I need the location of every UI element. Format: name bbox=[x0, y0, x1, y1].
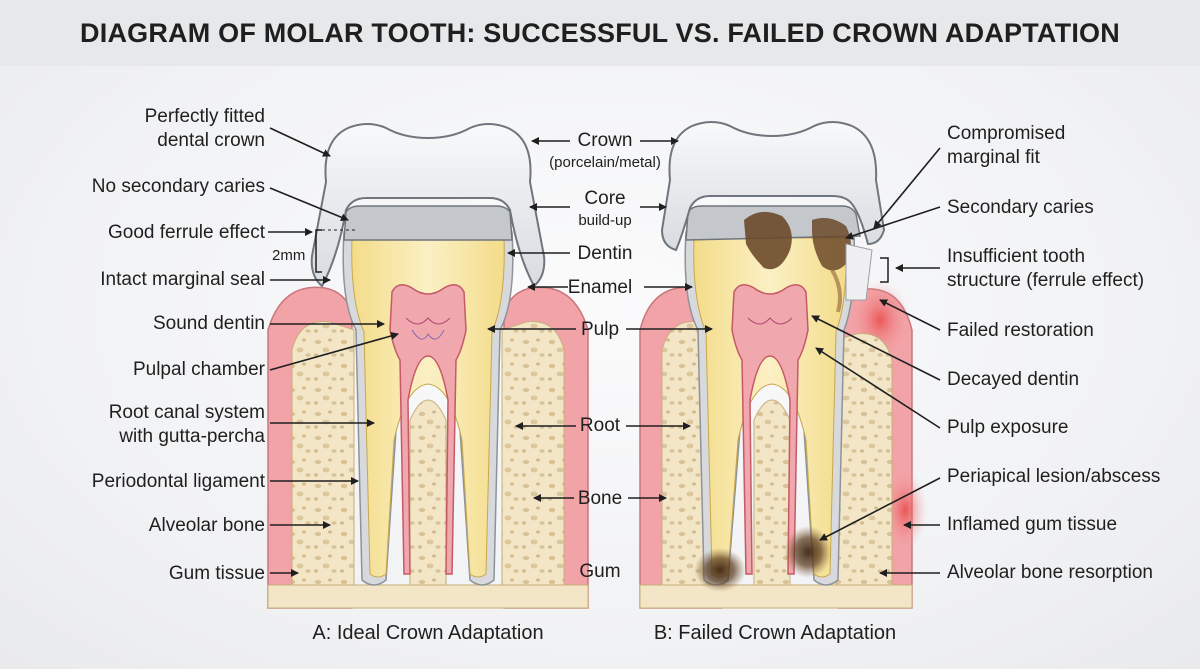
label-no-secondary-caries: No secondary caries bbox=[91, 176, 265, 197]
caption-panel-a: A: Ideal Crown Adaptation bbox=[312, 622, 544, 644]
diagram-title: DIAGRAM OF MOLAR TOOTH: SUCCESSFUL VS. F… bbox=[80, 18, 1120, 48]
label-root: Root bbox=[579, 415, 621, 436]
label-marginal-seal: Intact marginal seal bbox=[100, 269, 265, 290]
label-good-ferrule: Good ferrule effect bbox=[107, 222, 265, 243]
periapical-lesion bbox=[694, 548, 746, 592]
label-core-buildup: build-up bbox=[578, 212, 632, 229]
label-decayed-dentin: Decayed dentin bbox=[947, 369, 1080, 390]
label-compromised-2: marginal fit bbox=[947, 147, 1040, 168]
caption-panel-b: B: Failed Crown Adaptation bbox=[653, 622, 897, 644]
label-bone-resorption: Alveolar bone resorption bbox=[947, 562, 1153, 583]
label-pulp: Pulp bbox=[580, 319, 620, 340]
alveolar-bone-a bbox=[291, 321, 355, 609]
label-dentin: Dentin bbox=[577, 243, 633, 264]
label-periapical-lesion: Periapical lesion/abscess bbox=[947, 466, 1161, 487]
diagram-stage bbox=[0, 66, 1200, 669]
label-root-canal-2: with gutta-percha bbox=[119, 426, 265, 447]
label-crown: Crown bbox=[577, 130, 633, 151]
label-bone: Bone bbox=[577, 488, 623, 509]
label-insufficient-1: Insufficient tooth bbox=[947, 246, 1086, 267]
label-secondary-caries: Secondary caries bbox=[947, 197, 1094, 218]
label-sound-dentin: Sound dentin bbox=[153, 313, 265, 334]
label-alveolar-bone: Alveolar bone bbox=[148, 515, 265, 536]
core-buildup-a bbox=[343, 205, 513, 241]
panel-b-tooth bbox=[639, 121, 927, 609]
crown-b bbox=[660, 121, 886, 252]
label-enamel: Enamel bbox=[567, 277, 633, 298]
label-periodontal-ligament: Periodontal ligament bbox=[91, 471, 265, 492]
crown-a bbox=[310, 123, 546, 288]
label-pulpal-chamber: Pulpal chamber bbox=[132, 359, 265, 380]
label-crown-material: (porcelain/metal) bbox=[549, 154, 661, 171]
leader-lines bbox=[268, 127, 941, 577]
label-core: Core bbox=[584, 188, 626, 209]
label-compromised-1: Compromised bbox=[947, 123, 1066, 144]
pulp-b bbox=[731, 284, 809, 575]
label-gum: Gum bbox=[579, 561, 621, 582]
label-gum-tissue: Gum tissue bbox=[168, 563, 265, 584]
pulp-a bbox=[389, 284, 467, 575]
label-insufficient-2: structure (ferrule effect) bbox=[947, 270, 1145, 291]
label-failed-restoration: Failed restoration bbox=[947, 320, 1094, 341]
label-pulp-exposure: Pulp exposure bbox=[947, 417, 1069, 438]
label-root-canal-1: Root canal system bbox=[108, 402, 265, 423]
label-ferrule-2mm: 2mm bbox=[272, 247, 306, 264]
panel-a-tooth bbox=[267, 123, 589, 609]
title-bar: DIAGRAM OF MOLAR TOOTH: SUCCESSFUL VS. F… bbox=[0, 0, 1200, 67]
label-inflamed-gum: Inflamed gum tissue bbox=[947, 514, 1118, 535]
secondary-caries bbox=[744, 211, 792, 270]
label-crown-fit-2: dental crown bbox=[157, 130, 265, 151]
label-crown-fit-1: Perfectly fitted bbox=[144, 106, 265, 127]
